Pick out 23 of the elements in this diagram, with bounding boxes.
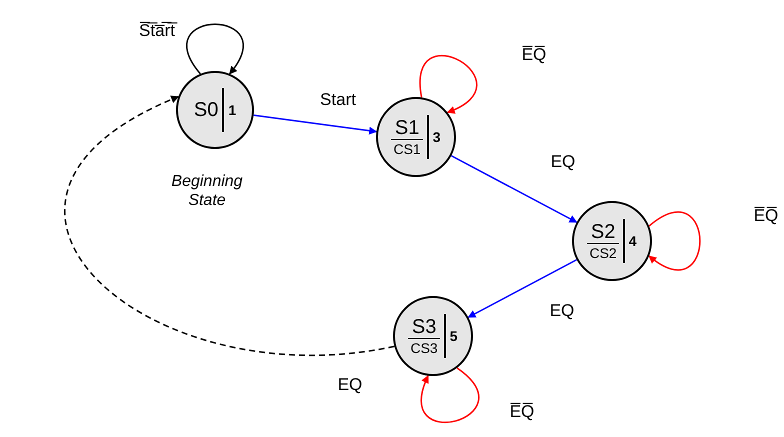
state-code: 5 (450, 328, 458, 344)
transition-arrow (64, 96, 394, 356)
self-loop-arrow (186, 24, 244, 74)
edge-label: E̅Q̅ (752, 206, 780, 226)
state-name: S1 (394, 116, 420, 138)
self-loop-arrow (419, 54, 478, 114)
state-code: 4 (628, 233, 637, 249)
transition-arrow (254, 114, 378, 135)
state-output: CS3 (408, 338, 440, 356)
edge-label: E̅Q̅ (520, 45, 548, 65)
state-code: 1 (228, 102, 236, 118)
state-name: S0 (194, 99, 218, 121)
state-output: CS2 (587, 242, 619, 262)
self-loop-arrow (648, 211, 701, 271)
transition-arrow (468, 259, 578, 318)
transition-arrow (450, 155, 578, 223)
edge-label: E̅Q̅ (508, 402, 536, 422)
state-name: S2 (590, 220, 616, 242)
state-name: S3 (412, 316, 436, 338)
state-code: 3 (432, 129, 441, 145)
state-caption: Beginning State (170, 172, 244, 210)
self-loop-arrow (421, 367, 480, 423)
state-output: CS1 (391, 138, 423, 158)
